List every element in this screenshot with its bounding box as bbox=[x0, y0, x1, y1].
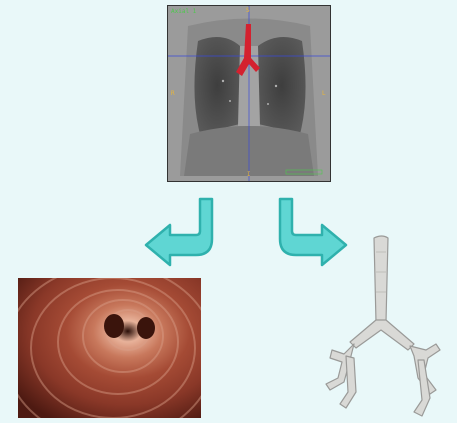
ct-scan-panel: Axial 1 S I R L bbox=[167, 5, 331, 182]
orientation-right-label: L bbox=[322, 91, 326, 97]
ct-view-title: Axial 1 bbox=[171, 9, 196, 15]
orientation-top-label: S bbox=[246, 8, 250, 14]
right-lung bbox=[194, 37, 240, 134]
ct-scan-image bbox=[168, 6, 330, 181]
virtual-endoscopy-view bbox=[18, 278, 201, 418]
orientation-bottom-label: I bbox=[247, 172, 251, 178]
orientation-left-label: R bbox=[171, 91, 175, 97]
airway-tree-3d-model bbox=[318, 232, 448, 418]
curved-arrow-left-icon bbox=[140, 195, 220, 267]
left-lung bbox=[258, 37, 306, 134]
